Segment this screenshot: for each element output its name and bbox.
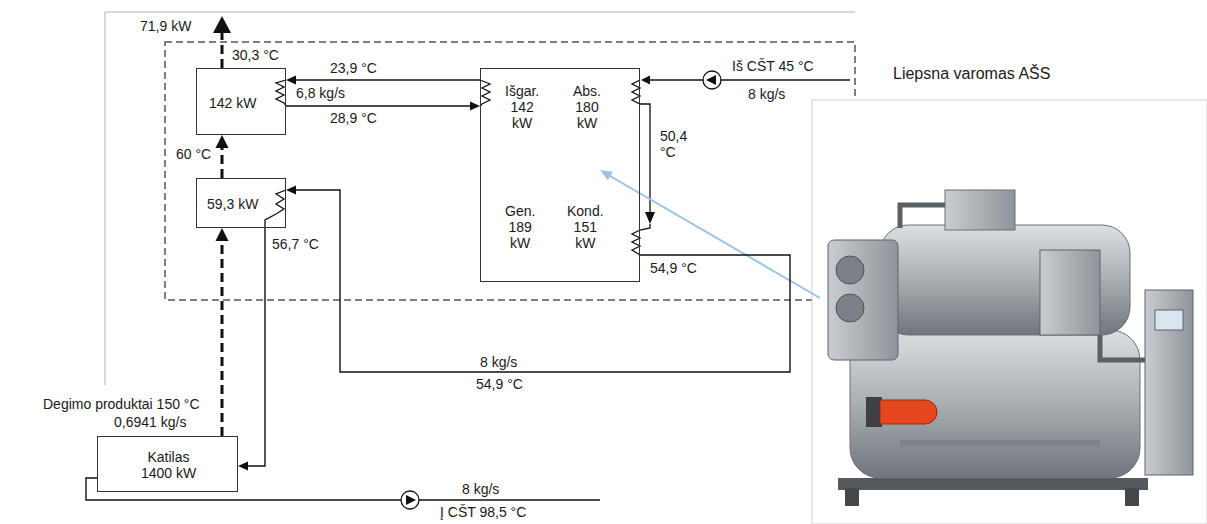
flue-gas-label: Degimo produktai 150 °C — [43, 396, 200, 412]
text-holder: 50,4 °C — [660, 128, 694, 160]
text-holder: 23,9 °C — [330, 60, 377, 76]
box-label: Išgar. 142 kW — [505, 83, 539, 131]
temperature-label: 54,9 °C — [476, 376, 523, 392]
temperature-label: 23,9 °C — [330, 60, 377, 76]
pointer-arrowhead — [600, 170, 613, 180]
flow-rate-label: 8 kg/s — [748, 86, 785, 102]
box-label: Kond. 151 kW — [567, 203, 604, 251]
text-holder: 8 kg/s — [748, 86, 785, 102]
power-label: 71,9 kW — [140, 18, 191, 34]
arrowhead — [286, 76, 296, 85]
text-holder: 6,8 kg/s — [296, 85, 345, 101]
pipe-line — [648, 79, 703, 80]
water-connector — [286, 186, 790, 373]
box-label: Gen. 189 kW — [505, 203, 535, 251]
text-holder: Kond. 151 kW — [567, 203, 604, 251]
flow-arrowhead — [641, 76, 650, 85]
pipe-line — [86, 478, 401, 500]
inlet-label: Iš CŠT 45 °C — [732, 58, 814, 74]
flow-rate-label: 8 kg/s — [480, 354, 517, 370]
arrowhead — [216, 135, 229, 148]
water-connector — [238, 228, 265, 471]
text-holder: 8 kg/s — [480, 354, 517, 370]
pipe-line — [721, 79, 850, 80]
water-connector — [286, 76, 480, 85]
text-holder: Iš CŠT 45 °C — [732, 58, 814, 74]
absorption-chiller-box: Išgar. 142 kW Abs. 180 kW Gen. 189 kW Kond.… — [480, 68, 640, 282]
connector-line — [294, 190, 790, 372]
coil-symbol — [632, 224, 650, 255]
exhaust-line — [221, 32, 224, 68]
pump-symbol — [703, 71, 721, 89]
text-holder: 30,3 °C — [232, 47, 279, 63]
box-label: 142 kW — [209, 95, 256, 111]
text-holder: Katilas 1400 kW — [136, 449, 202, 481]
boiler-box: Katilas 1400 kW — [97, 436, 238, 492]
text-holder: 142 kW — [209, 95, 256, 111]
flow-rate-label: 8 kg/s — [462, 481, 499, 497]
text-holder: 28,9 °C — [330, 110, 377, 126]
chiller-photo — [812, 100, 1207, 524]
text-holder: 54,9 °C — [476, 376, 523, 392]
connector-line — [294, 79, 480, 80]
connector-line — [286, 105, 472, 106]
text-holder: Išgar. 142 kW — [505, 83, 539, 131]
pipe-line — [419, 499, 600, 500]
coil-symbol — [480, 80, 490, 106]
flue-gas-connector — [216, 228, 229, 436]
temperature-label: 28,9 °C — [330, 110, 377, 126]
arrowhead — [286, 186, 296, 195]
system-boundary — [165, 42, 855, 300]
heat-exchanger-box: 142 kW — [196, 68, 286, 135]
temperature-label: 60 °C — [176, 146, 211, 162]
outlet-label: Į CŠT 98,5 °C — [440, 504, 526, 520]
figure-frame — [105, 12, 855, 385]
text-holder: 59,3 kW — [207, 196, 258, 212]
pump-symbol — [401, 491, 419, 509]
temperature-label: 56,7 °C — [272, 236, 319, 252]
flow-arrowhead — [645, 212, 655, 224]
box-label: 59,3 kW — [207, 196, 258, 212]
arrowhead — [238, 462, 248, 471]
text-holder: Gen. 189 kW — [505, 203, 535, 251]
box-label: Abs. 180 kW — [573, 83, 601, 131]
text-holder: Abs. 180 kW — [573, 83, 601, 131]
text-holder: 8 kg/s — [462, 481, 499, 497]
coil-symbol — [265, 190, 286, 228]
temperature-label: 50,4 °C — [660, 128, 694, 160]
connector-line — [246, 228, 265, 466]
flow-rate-label: 6,8 kg/s — [296, 85, 345, 101]
text-holder: 60 °C — [176, 146, 211, 162]
connector-line — [221, 145, 224, 178]
photo-caption: Liepsna varomas AŠS — [893, 64, 1050, 83]
pump-symbol — [406, 495, 416, 505]
text-holder: 54,9 °C — [650, 260, 697, 276]
flow-rate-label: 0,6941 kg/s — [114, 414, 186, 430]
pointer-arrow — [610, 176, 820, 298]
connector-line — [221, 238, 224, 436]
box-label: Katilas 1400 kW — [136, 449, 202, 481]
exhaust-arrowhead — [213, 16, 231, 33]
arrowhead — [470, 102, 480, 111]
text-holder: 71,9 kW — [140, 18, 191, 34]
temperature-label: 30,3 °C — [232, 47, 279, 63]
water-connector — [286, 102, 480, 111]
text-holder: 0,6941 kg/s — [114, 414, 186, 430]
pump-symbol — [706, 75, 716, 85]
text-holder: Į CŠT 98,5 °C — [440, 504, 526, 520]
flue-gas-connector — [216, 135, 229, 178]
arrowhead — [216, 228, 229, 241]
text-holder: 56,7 °C — [272, 236, 319, 252]
text-holder: Liepsna varomas AŠS — [893, 64, 1050, 83]
temperature-label: 54,9 °C — [650, 260, 697, 276]
coil-symbol — [276, 80, 286, 106]
heat-exchanger-box: 59,3 kW — [196, 178, 286, 228]
text-holder: Degimo produktai 150 °C — [43, 396, 200, 412]
